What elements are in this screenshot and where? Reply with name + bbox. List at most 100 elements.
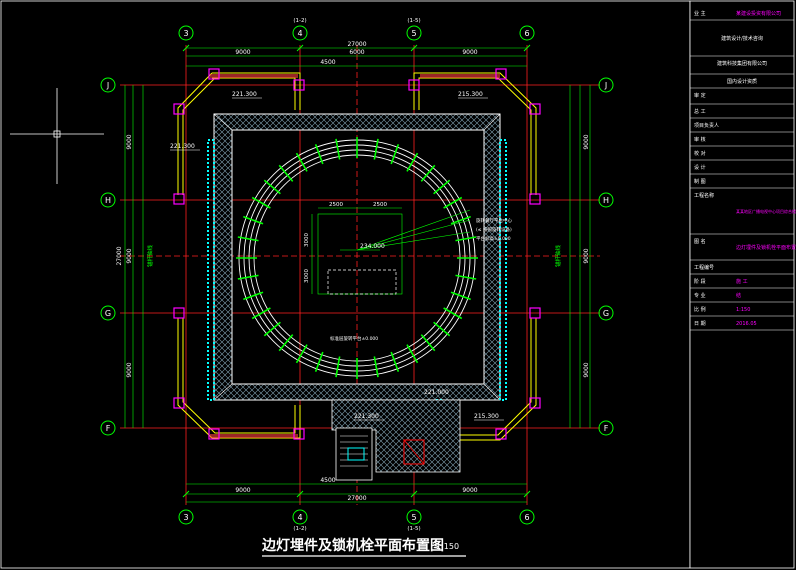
dimension-ticks [182,44,531,498]
grid-label-h-right: H [603,196,609,205]
dim-left-3: 9000 [126,362,133,377]
grid-label-3-bottom: 3 [183,513,188,522]
ring-tick [420,334,436,352]
grid-label-4-bottom: 4 [297,513,302,522]
grid-sub-label-bottom-5: (1-5) [407,526,420,532]
dimension-lines [124,47,591,503]
note-line-3: 平台标高±0.000 [476,235,511,242]
grid-sub-label-top-5: (1-5) [407,18,420,24]
title-block-label: 业 主 [694,10,706,17]
grid-label-g-right: G [603,309,609,318]
ring-tick [295,152,308,172]
title-block-label: 总 工 [694,108,706,115]
dim-right-3: 9000 [583,362,590,377]
ring-tick [420,164,436,182]
title-block-label: 项目负责人 [694,122,719,129]
ring-tick [373,356,379,378]
ring-tick [251,196,271,209]
title-block: 业 主某建设投资有限公司建筑设计/技术咨询建筑科技集团有限公司国内设计资质审 定… [689,0,796,569]
dim-bottom-3: 9000 [462,487,477,494]
grid-label-6-bottom: 6 [524,513,529,522]
title-block-label: 审 定 [694,92,706,99]
grid-sub-label-bottom-4: (1-2) [293,526,306,532]
ring-tick [278,164,294,182]
ring-tick [278,334,294,352]
dim-left-total: 27000 [116,246,123,265]
title-block-value: 建筑设计/技术咨询 [721,35,763,42]
ring-tick [263,179,281,195]
ring-tick [295,344,308,364]
dim-left-1: 9000 [126,134,133,149]
note-line-1: 旋转餐厅平台中心 [476,217,512,224]
ring-tick [237,274,259,280]
ring-tick [443,196,463,209]
title-block-label: 比 例 [694,306,706,313]
elev-tag-3: 221.300 [170,143,195,150]
ring-tick [335,356,341,378]
title-block-label: 制 图 [694,178,706,185]
dim-bottom-total: 27000 [347,495,366,502]
title-block-label: 图 名 [694,238,706,245]
dim-top-2: 6000 [349,49,364,56]
dim-top-total: 27000 [347,41,366,48]
dim-right-2: 9000 [583,248,590,263]
drawing-title: 边灯埋件及锁机栓平面布置图 [261,537,444,554]
ring-note: 标准层旋转平台±0.000 [330,335,378,342]
ring-tick [243,291,264,301]
ring-tick [335,138,341,160]
elev-tag-4: 221.000 [424,389,449,396]
dim-left-2: 9000 [126,248,133,263]
ring-tick [243,215,264,225]
ring-tick [455,236,477,242]
title-block-label: 设 计 [694,164,706,171]
dim-inner-2: 4500 [320,477,335,484]
columns [173,68,541,440]
grid-label-f-left: F [106,424,111,433]
stair-core [331,399,461,481]
ring-tick [406,152,419,172]
elev-tag-1: 221.300 [232,91,257,98]
ring-tick [314,351,324,372]
ring-tick [390,351,400,372]
grid-label-g-left: G [105,309,111,318]
elev-tag-5: 221.300 [354,413,379,420]
center-elevation-leaders [340,209,471,251]
axis-note-left: 锚杆轴线 [146,245,154,268]
title-block-value: 国内设计资质 [727,78,757,85]
ring-anchor-ticks [236,137,478,379]
ring-tick [443,307,463,320]
title-block-label: 审 核 [694,136,706,143]
ring-tick [390,144,400,165]
note-line-2: (≤ 按照旋转设备) [476,226,512,233]
dim-center-1: 2500 [329,202,343,208]
drawing-scale: 1:150 [436,542,459,551]
dim-bottom-1: 9000 [235,487,250,494]
elev-tag-6: 215.300 [474,413,499,420]
outer-wall-hatch [210,74,500,438]
grid-label-3-top: 3 [183,29,188,38]
ring-tick [406,344,419,364]
dim-inner-1: 4500 [320,59,335,66]
title-block-value: 边灯埋件及锁机栓平面布置图 [736,244,796,251]
elev-tag-2: 215.300 [458,91,483,98]
dim-top-1: 9000 [235,49,250,56]
ring-tick [455,274,477,280]
grid-label-j-left: J [106,81,109,90]
title-block-value: 施 工 [736,278,748,285]
grid-sub-label-top-4: (1-2) [293,18,306,24]
ring-tick [314,144,324,165]
axis-note-right: 锚杆轴线 [554,245,562,268]
dim-top-3: 9000 [462,49,477,56]
grid-label-5-bottom: 5 [411,513,416,522]
ring-tick [373,138,379,160]
title-block-label: 工程编号 [694,264,714,271]
dim-center-3: 3000 [304,233,310,247]
title-block-label: 校 对 [694,150,706,157]
title-block-value: 某某地区广播电视中心项目综合楼结构工程 [736,208,796,214]
title-block-value: 1:150 [736,307,750,313]
ring-tick [450,215,471,225]
title-block-label: 阶 段 [694,278,706,285]
grid-label-6-top: 6 [524,29,529,38]
title-block-value: 建筑科技集团有限公司 [717,60,767,67]
